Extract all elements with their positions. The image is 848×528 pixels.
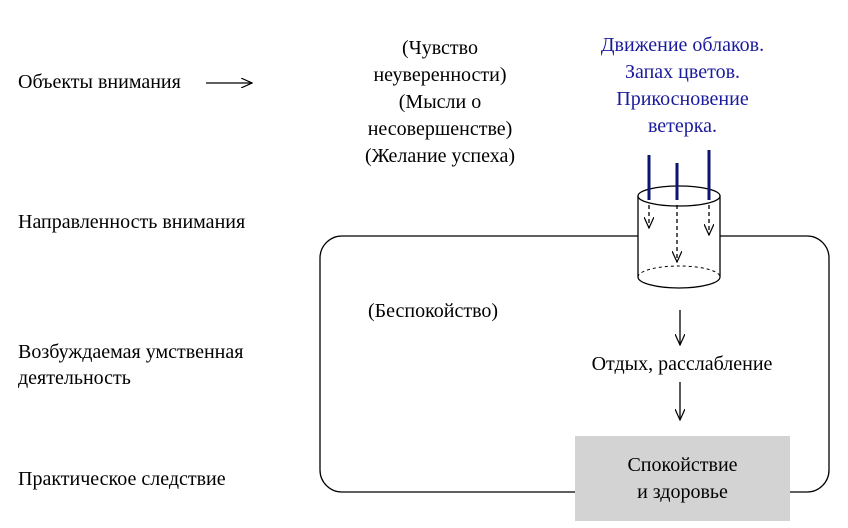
label-mental-activity-line1: Возбуждаемая умственная: [18, 341, 244, 363]
label-objects-of-attention: Объекты внимания: [18, 71, 181, 93]
sensory-objects: Движение облаков. Запах цветов. Прикосно…: [560, 32, 805, 140]
thought-line: неуверенности): [373, 64, 507, 86]
sensory-line: ветерка.: [647, 115, 718, 137]
label-mental-activity-line2: деятельность: [18, 367, 131, 389]
filter-cylinder-bottom: [637, 276, 721, 289]
thought-line: (Чувство: [402, 37, 478, 59]
filter-cylinder-top: [637, 185, 721, 207]
filter-cylinder-body: [638, 196, 720, 277]
rest-label: Отдых, расслабление: [572, 352, 792, 376]
label-direction-of-attention: Направленность внимания: [18, 211, 246, 233]
sensory-line: Движение облаков.: [600, 34, 765, 56]
sensory-line: Прикосновение: [616, 88, 749, 110]
thought-line: (Мысли о: [398, 91, 482, 113]
thought-line: несовершенстве): [367, 118, 513, 140]
anxiety-label: (Беспокойство): [368, 300, 499, 322]
mind-frame: [319, 235, 830, 493]
label-practical-consequence: Практическое следствие: [18, 468, 226, 490]
negative-thoughts: (Чувство неуверенности) (Мысли о несовер…: [340, 35, 540, 170]
sensory-line: Запах цветов.: [624, 61, 741, 83]
result-line: и здоровье: [637, 480, 728, 503]
result-box: Спокойствие и здоровье: [575, 436, 790, 521]
thought-line: (Желание успеха): [364, 145, 516, 167]
result-line: Спокойствие: [627, 453, 738, 476]
